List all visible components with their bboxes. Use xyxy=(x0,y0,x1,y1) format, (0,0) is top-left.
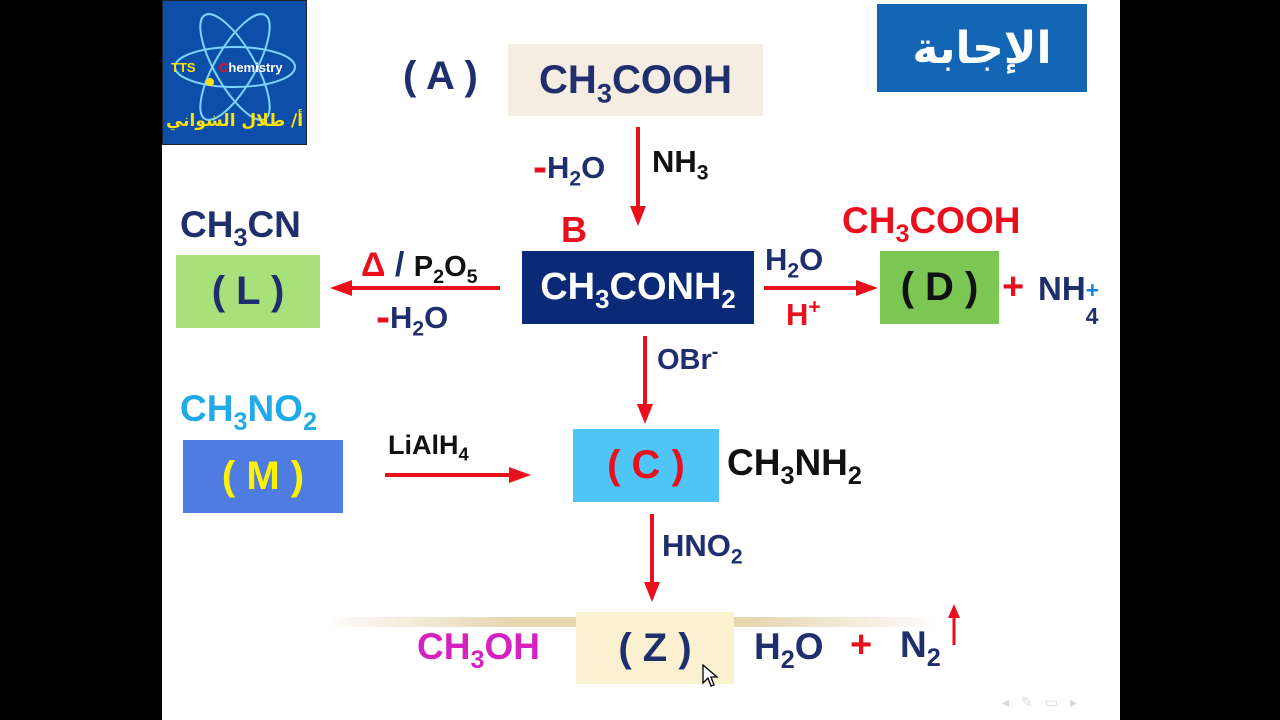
slide-nav[interactable]: ◂ ✎ ▭ ▸ xyxy=(1002,694,1077,711)
node-m-letter: ( M ) xyxy=(221,454,305,498)
ammonium-plus: + xyxy=(1002,266,1025,308)
node-c-formula: CH3NH2 xyxy=(727,442,862,490)
node-b-box: CH3CONH2 xyxy=(522,251,754,324)
nav-pen-icon[interactable]: ✎ xyxy=(1021,694,1033,710)
step-b-l-reagent: Δ / P2O5 xyxy=(361,246,478,288)
node-c-box: ( C ) xyxy=(573,429,719,502)
node-l-box: ( L ) xyxy=(176,255,320,328)
node-d-formula: CH3COOH xyxy=(842,200,1021,248)
logo-tts-text: TTS xyxy=(171,60,196,75)
node-b-formula: CH3CONH2 xyxy=(540,266,736,315)
node-b-letter: B xyxy=(561,209,587,250)
step-c-z-reagent: HNO2 xyxy=(662,528,743,569)
node-z-box: ( Z ) xyxy=(576,612,734,684)
node-a-box: CH3COOH xyxy=(508,44,763,116)
node-c-letter: ( C ) xyxy=(607,443,685,487)
atom-icon xyxy=(174,13,296,121)
node-d-letter: ( D ) xyxy=(900,265,979,309)
step-b-c-reagent: OBr- xyxy=(657,341,719,376)
step-b-d-acid: H+ xyxy=(786,295,821,332)
node-d-box: ( D ) xyxy=(880,251,999,324)
step-b-d-water: H2O xyxy=(765,242,824,283)
logo-chemistry-text: Chemistry xyxy=(219,60,283,75)
node-l-letter: ( L ) xyxy=(211,269,285,313)
slide: TTS Chemistry أ/ طلال الشواني الإجابة ( … xyxy=(162,0,1120,720)
mouse-cursor-icon xyxy=(702,664,718,687)
byproduct-plus: + xyxy=(850,624,873,666)
node-m-box: ( M ) xyxy=(183,440,343,513)
node-a-formula: CH3COOH xyxy=(539,57,732,109)
node-m-formula: CH3NO2 xyxy=(180,388,317,436)
logo-author: أ/ طلال الشواني xyxy=(165,111,304,131)
ammonium-formula: NH+4 xyxy=(1038,270,1100,329)
logo: TTS Chemistry أ/ طلال الشواني xyxy=(162,0,307,145)
nav-prev-icon[interactable]: ◂ xyxy=(1002,694,1010,710)
nav-menu-icon[interactable]: ▭ xyxy=(1044,694,1058,710)
answer-label: الإجابة xyxy=(877,4,1087,92)
node-l-formula: CH3CN xyxy=(180,204,301,252)
byproduct-water: H2O xyxy=(754,626,824,674)
step-a-b-reagent: NH3 xyxy=(652,144,709,185)
node-z-formula: CH3OH xyxy=(417,626,540,674)
node-a-letter: ( A ) xyxy=(403,54,478,98)
reaction-arrows xyxy=(330,127,960,645)
node-z-letter: ( Z ) xyxy=(618,625,692,670)
step-a-b-water-loss: -H2O xyxy=(533,143,606,191)
byproduct-nitrogen: N2 xyxy=(900,624,941,672)
step-b-l-water-loss: -H2O xyxy=(376,293,449,341)
step-m-c-reagent: LiAlH4 xyxy=(388,430,469,465)
nav-next-icon[interactable]: ▸ xyxy=(1070,694,1078,710)
